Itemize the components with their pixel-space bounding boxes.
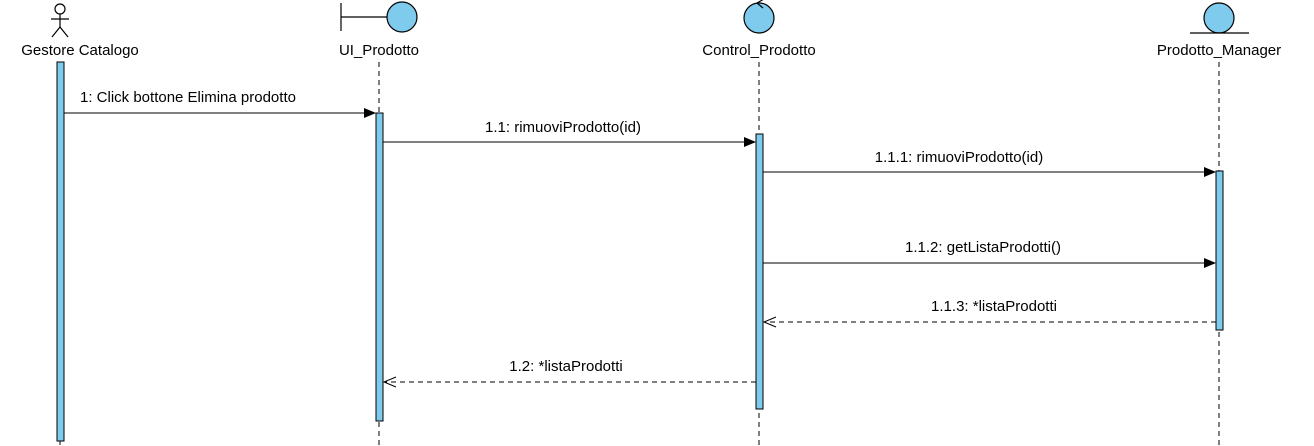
message-1-1-rimuovi-prodotto[interactable]: 1.1: rimuoviProdotto(id) (383, 119, 756, 147)
message-1-2-return-lista-prodotti[interactable]: 1.2: *listaProdotti (382, 358, 756, 388)
boundary-icon (340, 1, 418, 33)
participant-name: Gestore Catalogo (21, 42, 139, 59)
message-label: 1.2: *listaProdotti (509, 358, 622, 375)
control-icon (743, 0, 775, 34)
activation-bar-gestore-catalogo[interactable] (56, 61, 65, 442)
participant-control-prodotto[interactable]: Control_Prodotto (702, 0, 816, 59)
participant-name: UI_Prodotto (339, 42, 419, 59)
activation-bar-control-prodotto[interactable] (755, 133, 764, 410)
arrowhead-open (762, 316, 777, 328)
activation-bar-prodotto-manager[interactable] (1215, 170, 1224, 331)
participant-gestore-catalogo[interactable]: Gestore Catalogo (21, 3, 139, 59)
participant-name: Prodotto_Manager (1157, 42, 1281, 59)
entity-icon (1190, 2, 1249, 34)
arrowhead-filled (1204, 167, 1216, 177)
participant-ui-prodotto[interactable]: UI_Prodotto (339, 1, 419, 59)
participant-name: Control_Prodotto (702, 42, 815, 59)
activation-bar-ui-prodotto[interactable] (375, 112, 384, 422)
arrowhead-filled (1204, 258, 1216, 268)
participant-prodotto-manager[interactable]: Prodotto_Manager (1157, 2, 1281, 59)
arrowhead-filled (744, 137, 756, 147)
message-1-1-3-return-lista-prodotti[interactable]: 1.1.3: *listaProdotti (762, 298, 1216, 328)
message-1-click-elimina[interactable]: 1: Click bottone Elimina prodotto (64, 89, 376, 118)
message-label: 1.1.1: rimuoviProdotto(id) (875, 149, 1043, 166)
arrowhead-open (382, 376, 397, 388)
message-label: 1.1.2: getListaProdotti() (905, 239, 1061, 256)
message-1-1-2-get-lista-prodotti[interactable]: 1.1.2: getListaProdotti() (763, 239, 1216, 268)
message-label: 1.1.3: *listaProdotti (931, 298, 1057, 315)
actor-icon (51, 3, 69, 38)
message-1-1-1-rimuovi-prodotto[interactable]: 1.1.1: rimuoviProdotto(id) (763, 149, 1216, 177)
message-label: 1.1: rimuoviProdotto(id) (485, 119, 641, 136)
arrowhead-filled (364, 108, 376, 118)
message-label: 1: Click bottone Elimina prodotto (80, 89, 296, 106)
